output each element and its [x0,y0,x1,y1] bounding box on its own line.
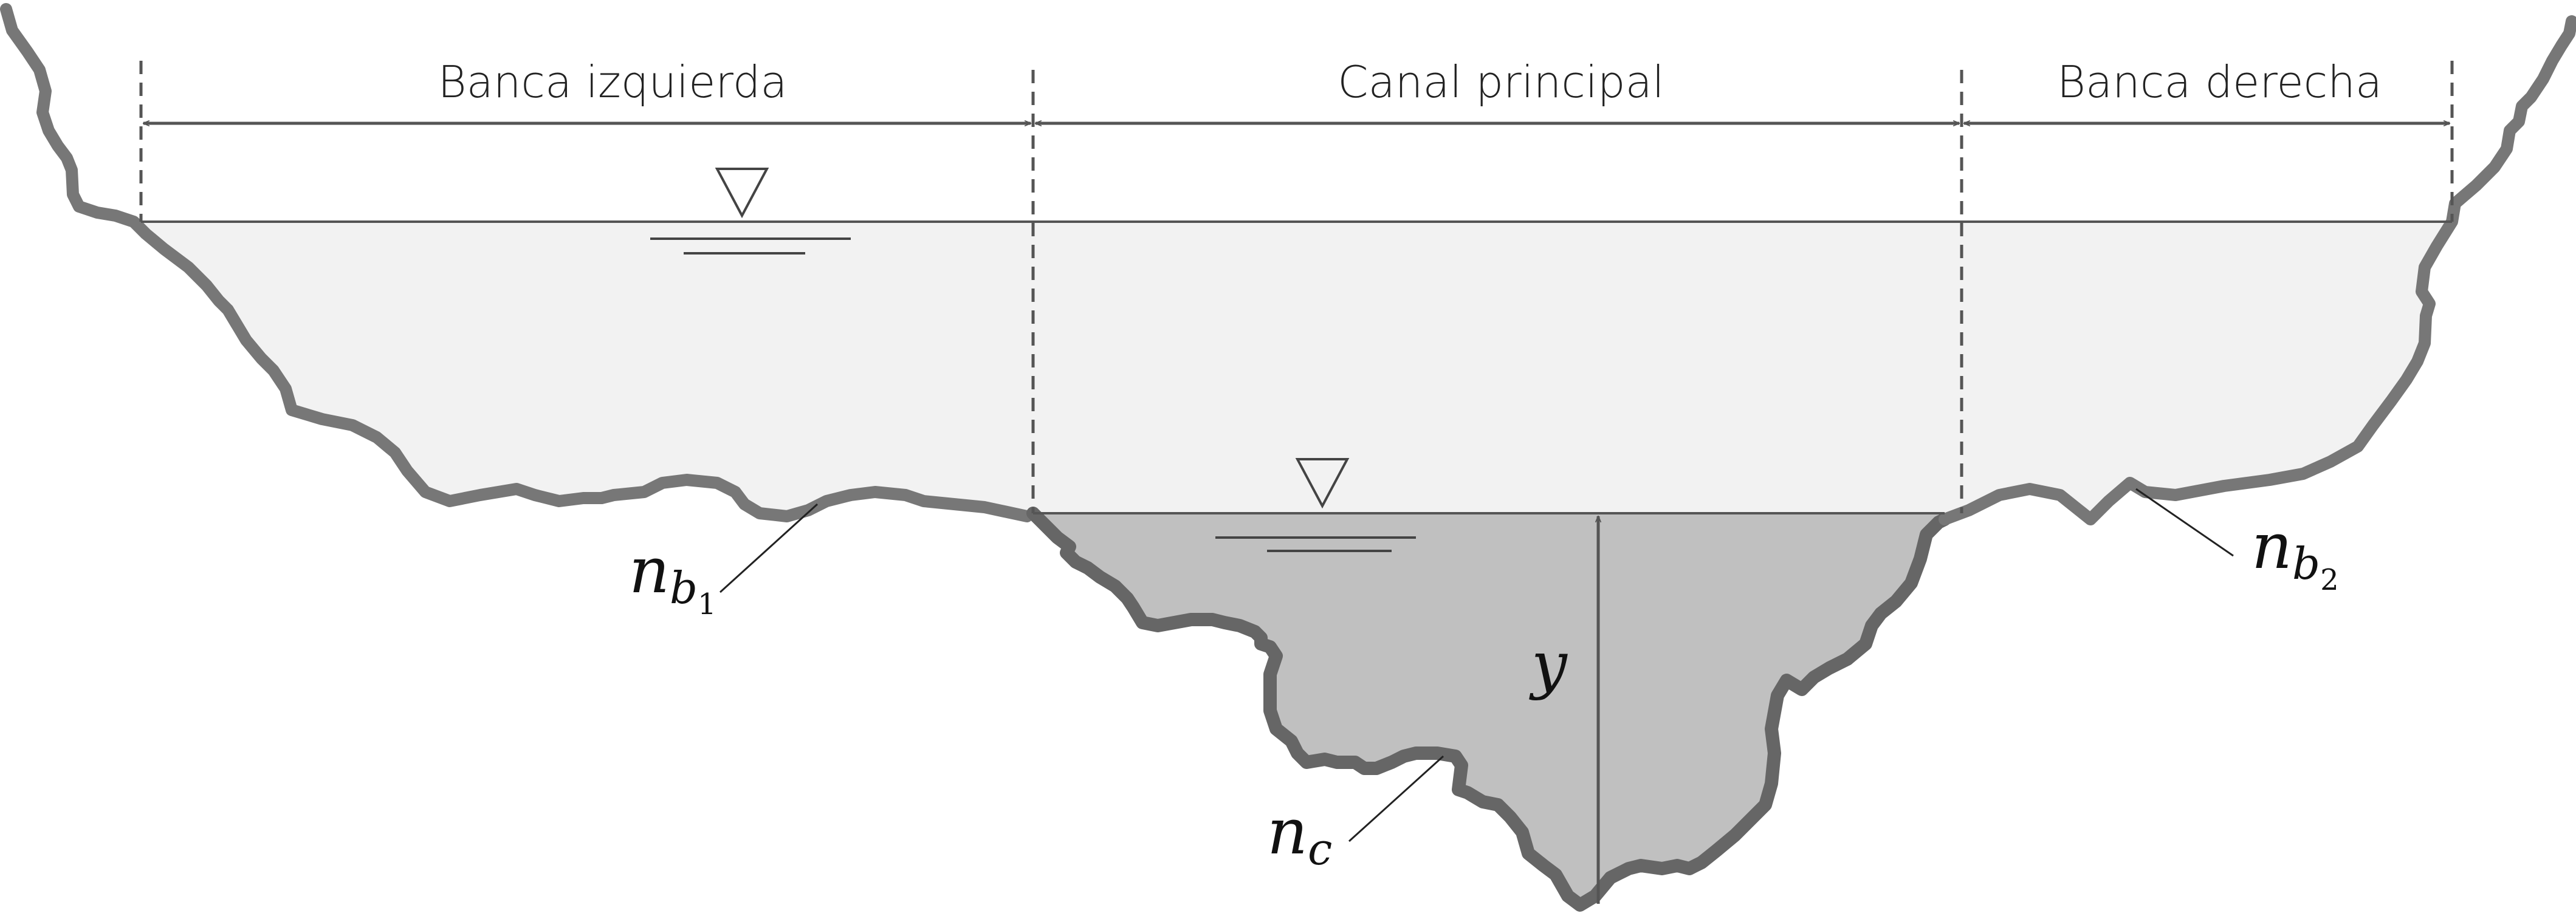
channel-bed-profile [1026,507,1951,912]
right-bank-roughness-label: nb2 [2251,509,2339,597]
channel-roughness-label: nc [1267,794,1332,875]
flood-water-area [141,222,2452,522]
nb2-leader-line [2135,488,2234,557]
right-bank-label: Banca derecha [2057,56,2382,108]
nb1-leader-line [719,503,819,593]
depth-label: y [1529,627,1568,702]
left-bank-roughness-label: nb1 [629,533,716,621]
main-channel-label: Canal principal [1338,56,1664,108]
zone-boundaries [139,61,2454,513]
right-ground-profile [1939,15,2576,525]
channel-water-level-symbol [1215,458,1416,552]
ground-profile [0,3,1033,522]
nc-leader-line [1348,755,1444,842]
channel-water-area [1033,513,1945,905]
flood-water-level-symbol [650,168,851,255]
left-bank-label: Banca izquierda [438,56,787,108]
